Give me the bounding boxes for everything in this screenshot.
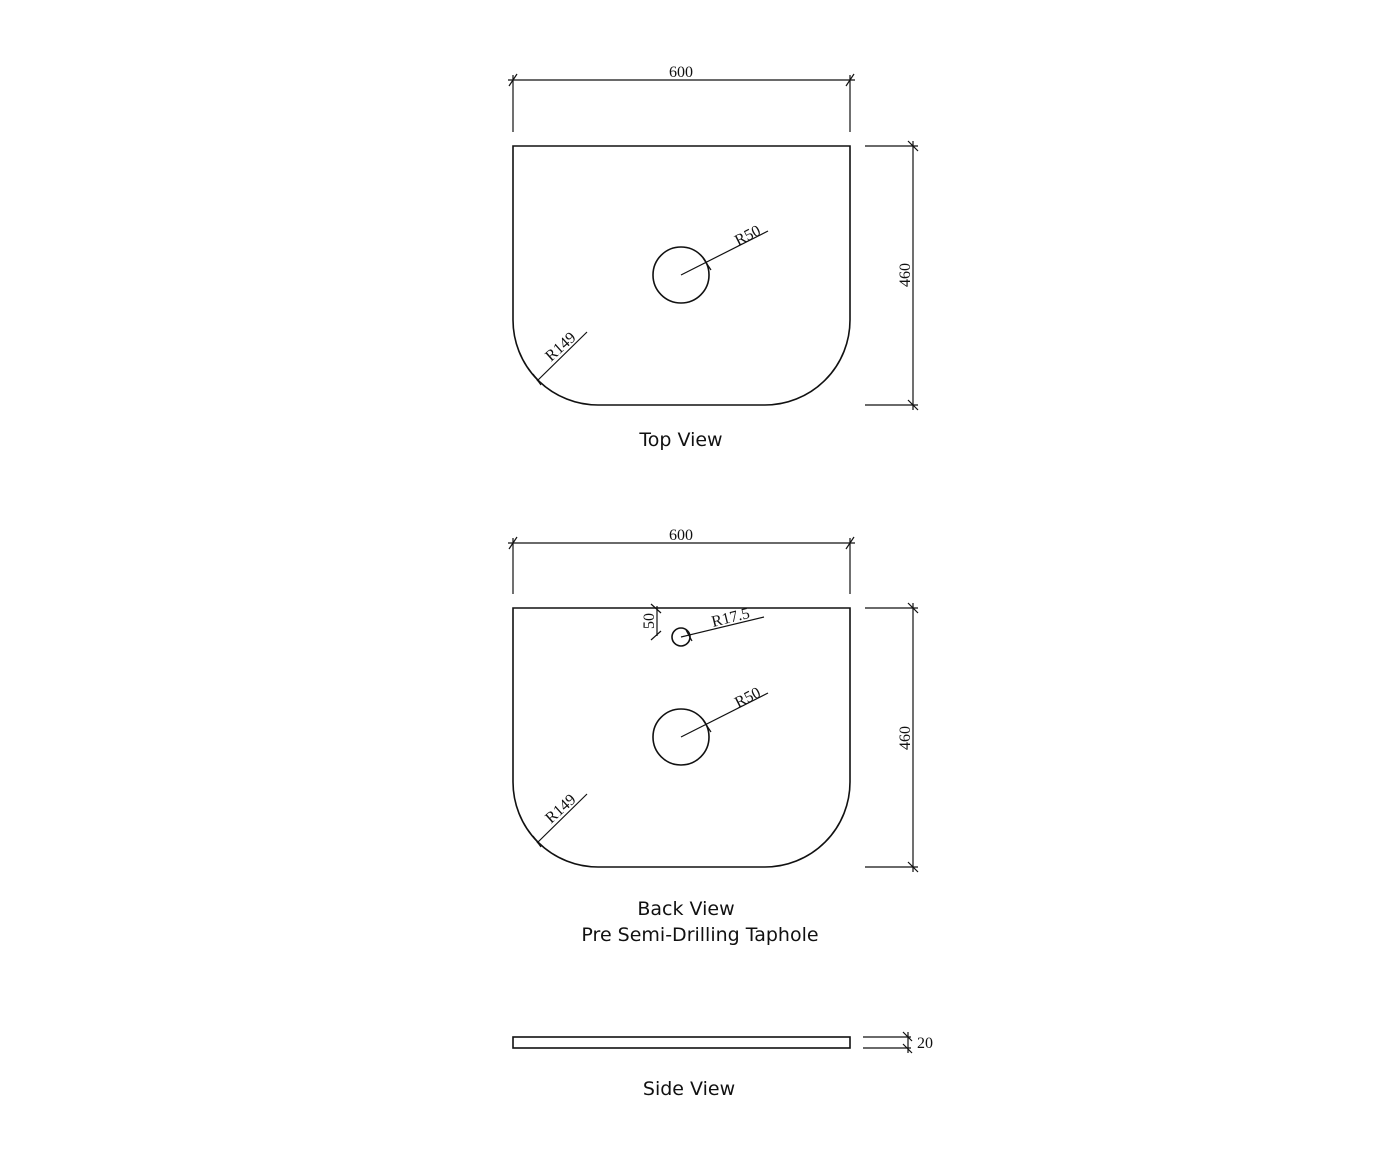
top-depth-dimension: 460 [865,140,919,411]
top-hole-radius-label: R50 [732,222,763,249]
top-view-basin-hole [652,246,710,304]
back-view-basin-hole [652,708,710,766]
side-view-outline [512,1036,851,1049]
side-view-caption: Side View [643,1078,735,1100]
side-view: 20 Side View [512,1031,933,1100]
top-width-dimension: 600 [508,64,855,132]
back-view: R50 R17.5 50 R149 600 460 Back View Pr [508,527,919,946]
top-corner-radius-label: R149 [542,329,579,365]
top-view: R50 R149 600 460 Top View [508,64,919,451]
back-hole-radius-label: R50 [732,684,763,711]
back-depth-dimension: 460 [865,602,919,873]
side-thickness-label: 20 [917,1035,933,1052]
taphole-radius-label: R17.5 [710,605,752,631]
back-width-label: 600 [669,527,693,544]
back-width-dimension: 600 [508,527,855,594]
top-view-caption: Top View [638,429,722,451]
top-depth-label: 460 [897,263,914,287]
back-view-caption: Back View [637,898,734,920]
back-view-outline [512,607,851,868]
taphole-offset-label: 50 [641,613,658,629]
back-depth-label: 460 [897,726,914,750]
back-view-subcaption: Pre Semi-Drilling Taphole [581,924,818,946]
top-view-outline [512,145,851,406]
top-width-label: 600 [669,64,693,81]
back-corner-radius-label: R149 [542,791,579,827]
